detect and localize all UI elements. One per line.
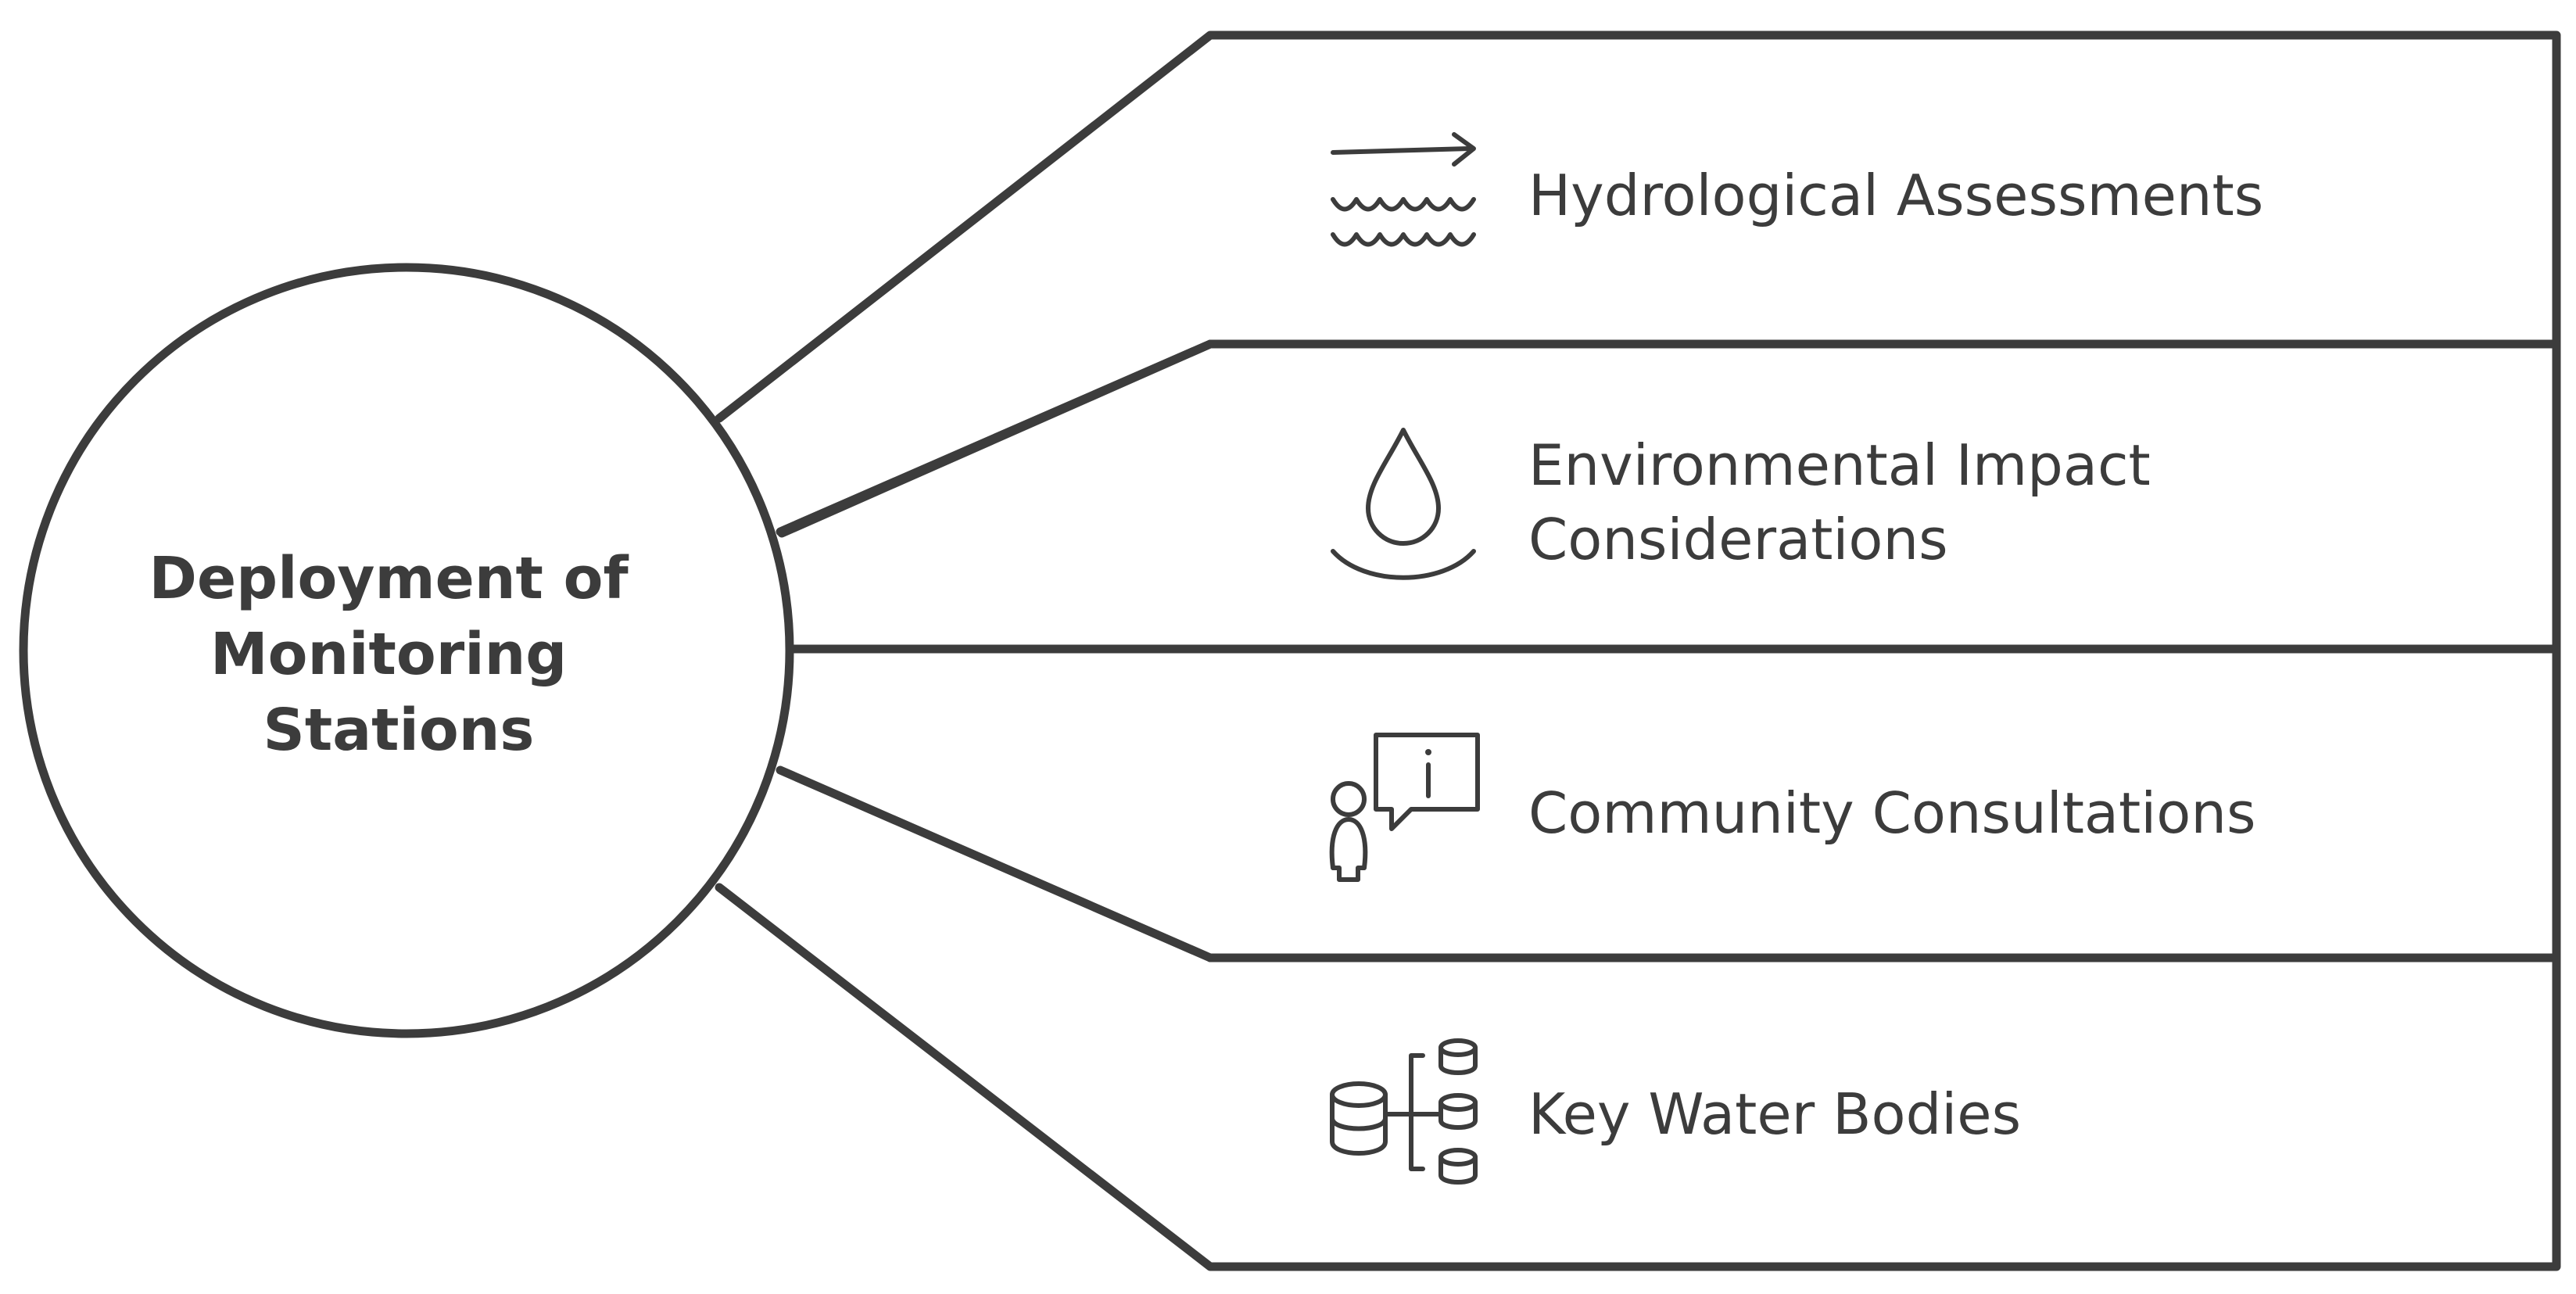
center-label-line-1: Deployment of [149, 545, 629, 612]
water-drop-icon [1331, 428, 1476, 580]
branch-label: Key Water Bodies [1528, 1081, 2021, 1147]
branch-label-line-1: Environmental Impact [1528, 432, 2151, 498]
person-info-icon [1329, 733, 1480, 882]
center-label: Deployment of Monitoring Stations [149, 545, 649, 764]
branch-shape [715, 883, 2561, 1271]
database-hierarchy-icon [1330, 1038, 1478, 1185]
branch-label: Community Consultations [1528, 780, 2255, 846]
branch-key-water-bodies: Key Water Bodies [715, 883, 2561, 1271]
center-label-line-3: Stations [263, 697, 535, 764]
branch-label: Hydrological Assessments [1528, 163, 2263, 228]
water-flow-icon [1331, 132, 1476, 247]
branch-label-line-1: Hydrological Assessments [1528, 163, 2263, 228]
branch-label-line-1: Community Consultations [1528, 780, 2255, 846]
branch-community-consultations: Community Consultations [776, 644, 2561, 962]
branch-label-line-1: Key Water Bodies [1528, 1081, 2021, 1147]
branch-environmental-impact: Environmental Impact Considerations [777, 339, 2561, 654]
center-label-line-2: Monitoring [210, 621, 567, 688]
branch-label-line-2: Considerations [1528, 507, 1948, 572]
branch-label: Environmental Impact Considerations [1528, 432, 2169, 572]
